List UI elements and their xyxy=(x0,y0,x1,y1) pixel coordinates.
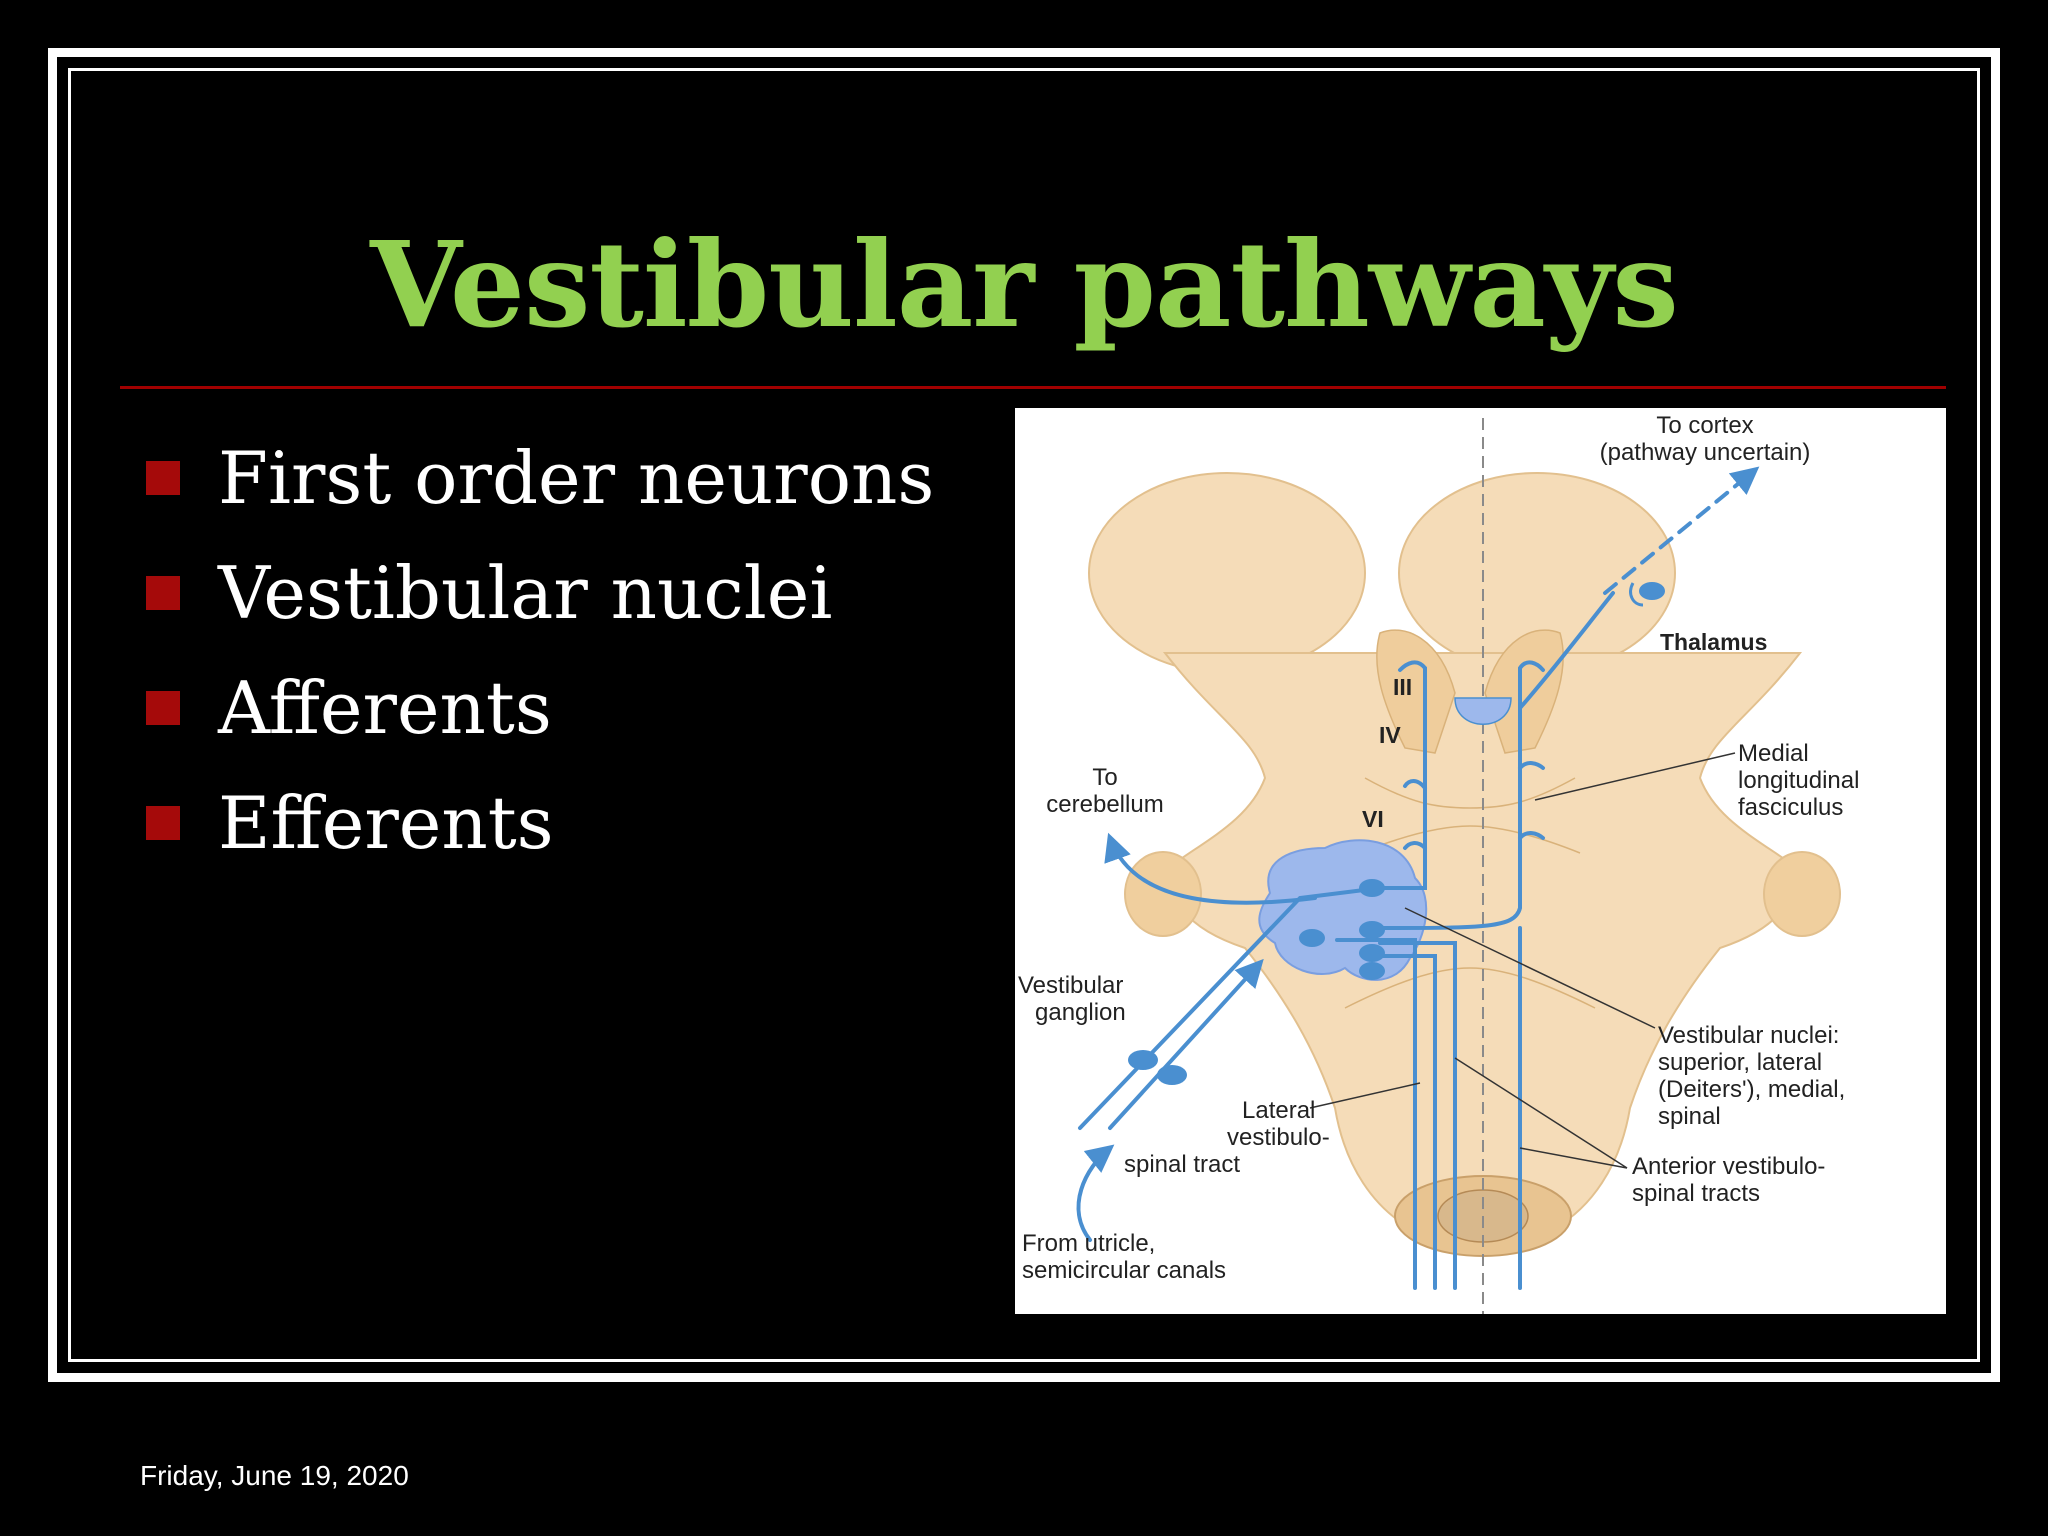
bullet-list: First order neurons Vestibular nuclei Af… xyxy=(140,420,934,880)
label-from-utricle: From utricle, xyxy=(1022,1230,1155,1257)
bullet-item: Efferents xyxy=(140,765,934,880)
label-lateral: Lateral xyxy=(1242,1097,1315,1124)
square-bullet-icon xyxy=(146,575,180,610)
label-cranial-nerve-vi: VI xyxy=(1362,806,1384,832)
label-pathway-uncertain: (pathway uncertain) xyxy=(1600,439,1811,466)
bullet-text: First order neurons xyxy=(218,435,935,520)
label-fasciculus: fasciculus xyxy=(1738,794,1843,821)
bullet-item: First order neurons xyxy=(140,420,934,535)
bullet-item: Vestibular nuclei xyxy=(140,535,934,650)
midbrain-nucleus xyxy=(1454,697,1512,725)
bullet-text: Afferents xyxy=(218,665,552,750)
title-divider xyxy=(120,386,1946,389)
square-bullet-icon xyxy=(146,690,180,725)
footer-date: Friday, June 19, 2020 xyxy=(140,1460,409,1491)
label-to-cortex: To cortex xyxy=(1656,412,1753,439)
bullet-item: Afferents xyxy=(140,650,934,765)
bullet-text: Vestibular nuclei xyxy=(218,550,833,635)
label-semicircular-canals: semicircular canals xyxy=(1022,1257,1226,1284)
slide-title: Vestibular pathways xyxy=(370,215,1679,354)
label-deiters-medial: (Deiters'), medial, xyxy=(1658,1076,1845,1103)
thalamus-synapse xyxy=(1629,582,1644,607)
label-pointer-lines xyxy=(1309,752,1736,1169)
label-ganglion: ganglion xyxy=(1035,999,1126,1026)
square-bullet-icon xyxy=(146,805,180,840)
vestibular-pathway-diagram: To cortex (pathway uncertain) Thalamus I… xyxy=(1015,408,1946,1314)
label-cranial-nerve-iii: III xyxy=(1393,674,1412,700)
label-vestibular: Vestibular xyxy=(1018,972,1123,999)
label-spinal-tract: spinal tract xyxy=(1124,1151,1240,1178)
neuron-cell-bodies xyxy=(1128,582,1665,1085)
label-vestibular-nuclei: Vestibular nuclei: xyxy=(1658,1022,1839,1049)
label-vestibulo: vestibulo- xyxy=(1227,1124,1330,1151)
label-medial: Medial xyxy=(1738,740,1809,767)
slide-frame-inner xyxy=(68,68,1980,1362)
label-cranial-nerve-iv: IV xyxy=(1379,722,1401,748)
brainstem-shape xyxy=(1088,472,1841,1257)
label-to: To xyxy=(1092,764,1117,791)
diagram-svg: To cortex (pathway uncertain) Thalamus I… xyxy=(1018,412,1859,1314)
label-cerebellum: cerebellum xyxy=(1046,791,1163,818)
label-superior-lateral: superior, lateral xyxy=(1658,1049,1822,1076)
square-bullet-icon xyxy=(146,460,180,495)
bullet-text: Efferents xyxy=(218,780,554,865)
label-anterior-vestibulo: Anterior vestibulo- xyxy=(1632,1153,1825,1180)
label-spinal-tracts: spinal tracts xyxy=(1632,1180,1760,1207)
label-thalamus: Thalamus xyxy=(1660,629,1767,655)
vestibular-nuclei xyxy=(1258,839,1428,981)
label-longitudinal: longitudinal xyxy=(1738,767,1859,794)
pathway-lines xyxy=(1076,466,1760,1290)
slide-frame-outer xyxy=(48,48,2000,1382)
label-spinal: spinal xyxy=(1658,1103,1721,1130)
